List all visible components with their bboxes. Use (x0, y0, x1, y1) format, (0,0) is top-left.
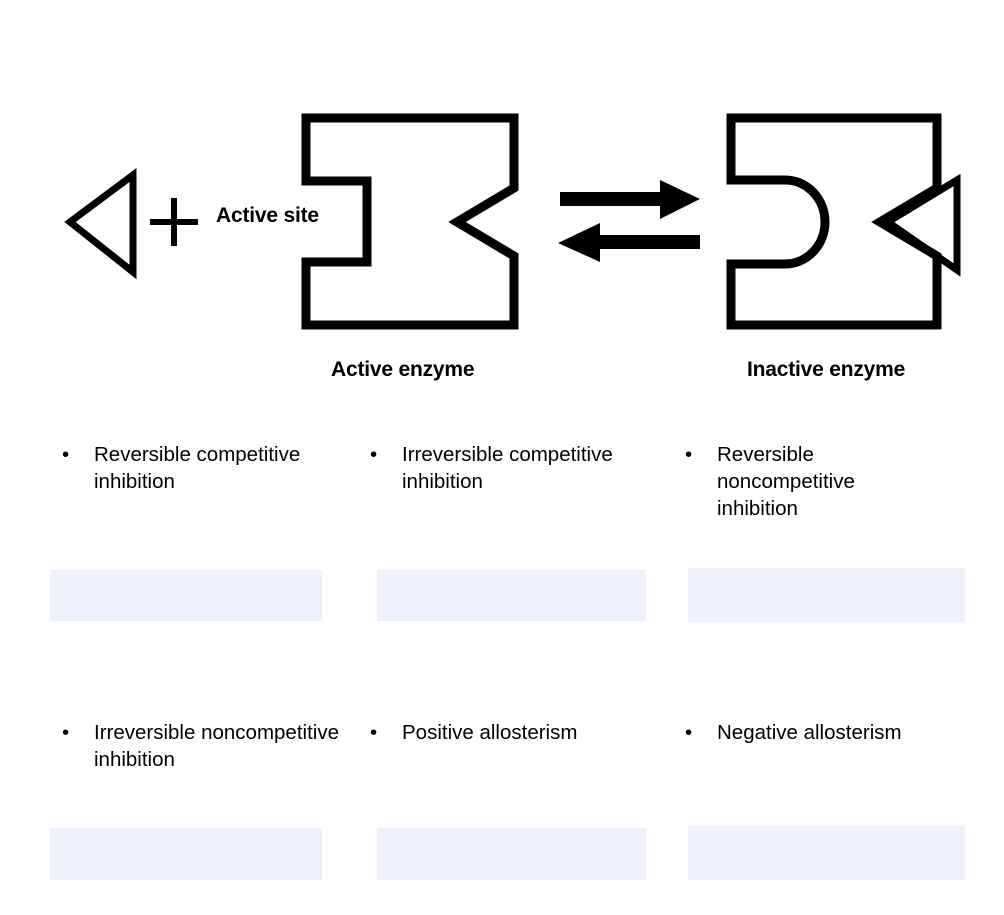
bullet-icon: • (62, 721, 70, 744)
option-column-5: • Positive allosterism (360, 719, 660, 746)
list-item: • Irreversible noncompetitive inhibition (52, 719, 342, 773)
bullet-icon: • (370, 721, 378, 744)
option-label: Reversible noncompetitive inhibition (717, 443, 855, 520)
list-item: • Irreversible competitive inhibition (360, 441, 660, 495)
option-label: Positive allosterism (402, 721, 578, 744)
answer-box-1[interactable] (50, 570, 322, 621)
option-column-3: • Reversible noncompetitive inhibition (675, 441, 925, 522)
option-column-6: • Negative allosterism (675, 719, 935, 746)
option-column-1: • Reversible competitive inhibition (52, 441, 342, 495)
answer-box-6[interactable] (688, 826, 965, 880)
active-site-label: Active site (216, 204, 319, 227)
active-enzyme-label: Active enzyme (331, 358, 475, 381)
triangle-outline-icon (64, 168, 137, 280)
list-item: • Reversible noncompetitive inhibition (675, 441, 925, 522)
option-label: Irreversible noncompetitive inhibition (94, 721, 339, 771)
list-item: • Negative allosterism (675, 719, 935, 746)
bullet-icon: • (685, 443, 693, 466)
plus-sign-icon (150, 198, 198, 246)
list-item: • Reversible competitive inhibition (52, 441, 342, 495)
arrow-right-icon (560, 180, 700, 219)
answer-box-5[interactable] (377, 828, 646, 880)
answer-box-2[interactable] (377, 570, 646, 621)
option-label: Irreversible competitive inhibition (402, 443, 613, 493)
option-label: Reversible competitive inhibition (94, 443, 301, 493)
active-enzyme-shape-icon (301, 113, 519, 330)
bullet-icon: • (370, 443, 378, 466)
bullet-icon: • (685, 721, 693, 744)
bullet-icon: • (62, 443, 70, 466)
option-label: Negative allosterism (717, 721, 902, 744)
enzyme-diagram: Active site Active enzyme Inactive enzym… (0, 0, 1004, 410)
bound-triangle-icon (881, 173, 961, 277)
inactive-enzyme-shape-icon (726, 113, 942, 330)
option-column-4: • Irreversible noncompetitive inhibition (52, 719, 342, 773)
answer-box-3[interactable] (688, 568, 965, 622)
arrow-left-icon (558, 223, 700, 262)
inactive-enzyme-label: Inactive enzyme (747, 358, 906, 381)
answer-box-4[interactable] (50, 828, 322, 880)
list-item: • Positive allosterism (360, 719, 660, 746)
option-column-2: • Irreversible competitive inhibition (360, 441, 660, 495)
